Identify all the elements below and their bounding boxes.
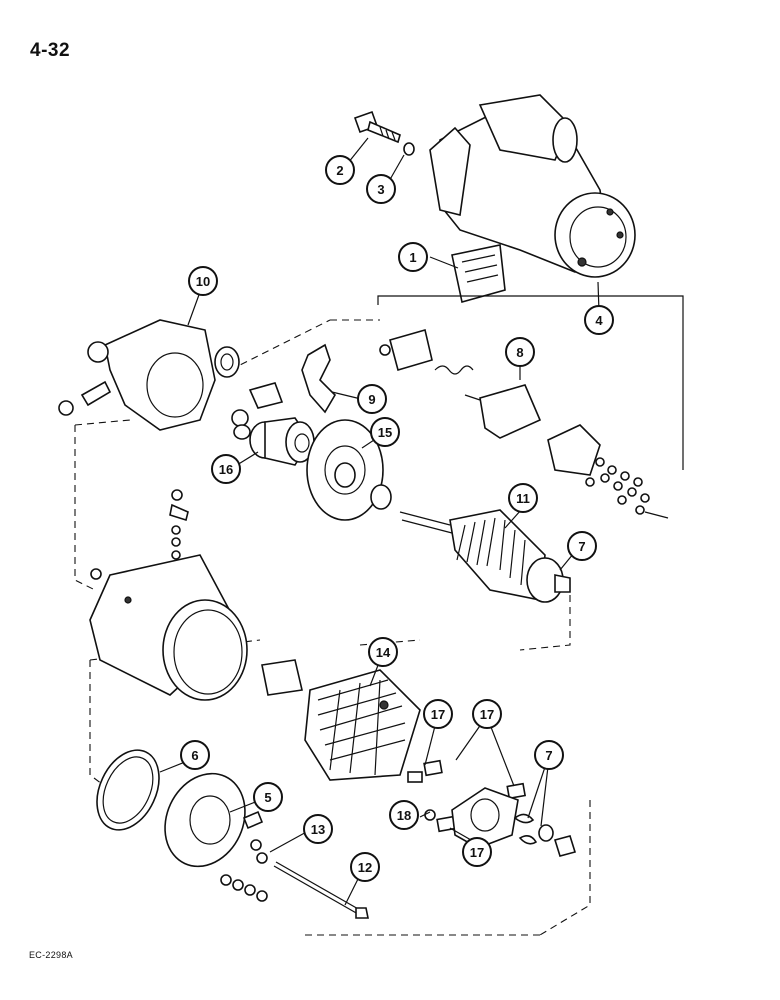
page-number: 4-32 [30, 40, 71, 61]
callout-7-armature: 7 [567, 531, 597, 561]
callout-14: 14 [368, 637, 398, 667]
rubber-block [248, 382, 284, 409]
drive-end-housing-part-10 [58, 319, 240, 431]
solenoid-hardware [585, 457, 669, 519]
svg-text:3: 3 [377, 182, 384, 197]
bolt-part-2 [353, 110, 401, 144]
callout-7-clips: 7 [534, 740, 564, 770]
callout-6: 6 [180, 740, 210, 770]
svg-text:2: 2 [336, 163, 343, 178]
callout-4: 4 [584, 305, 614, 335]
washers-nuts-part-13 [220, 839, 268, 902]
screws-nuts-column [90, 489, 189, 585]
washer [231, 409, 249, 427]
washer [233, 424, 251, 440]
armature-part-11 [399, 509, 571, 603]
callout-2: 2 [325, 155, 355, 185]
brush-plate [424, 787, 519, 849]
svg-text:8: 8 [516, 345, 523, 360]
svg-text:7: 7 [578, 539, 585, 554]
label-tag-part-1 [451, 244, 506, 303]
yoke-field-frame [89, 554, 248, 701]
bearing-plate-part-15 [306, 419, 384, 521]
svg-text:4: 4 [595, 313, 603, 328]
callout-10: 10 [188, 266, 218, 296]
solenoid-components-part-8 [377, 295, 684, 519]
callout-3: 3 [366, 174, 396, 204]
svg-text:17: 17 [470, 845, 484, 860]
field-coils-part-14 [304, 669, 421, 781]
callout-17-field: 17 [423, 699, 453, 729]
callout-17-brushes: 17 [472, 699, 502, 729]
svg-text:12: 12 [358, 860, 372, 875]
pole-shoe [261, 659, 303, 696]
callout-8: 8 [505, 337, 535, 367]
callout-9: 9 [357, 384, 387, 414]
callout-15: 15 [370, 417, 400, 447]
svg-text:10: 10 [196, 274, 210, 289]
seal-ring-part-6 [96, 749, 160, 831]
washer-part-3 [403, 142, 415, 156]
pinion-drive-part-16 [249, 417, 315, 466]
figure-code: EC-2298A [29, 950, 73, 960]
fork-lever-part-9 [301, 343, 337, 414]
svg-text:5: 5 [264, 790, 271, 805]
spring-clips-part-7 [513, 813, 577, 857]
brushes-part-17 [407, 759, 527, 833]
svg-text:17: 17 [480, 707, 494, 722]
svg-text:6: 6 [191, 748, 198, 763]
callout-18: 18 [389, 800, 419, 830]
callout-12: 12 [350, 852, 380, 882]
svg-text:9: 9 [368, 392, 375, 407]
svg-text:15: 15 [378, 425, 392, 440]
callout-11: 11 [508, 483, 538, 513]
svg-text:14: 14 [376, 645, 391, 660]
starter-motor-assembly-part-4 [429, 94, 636, 278]
callout-16: 16 [211, 454, 241, 484]
svg-text:7: 7 [545, 748, 552, 763]
washer [370, 484, 392, 510]
callout-5: 5 [253, 782, 283, 812]
svg-text:17: 17 [431, 707, 445, 722]
svg-text:1: 1 [409, 250, 416, 265]
callout-17-plate: 17 [462, 837, 492, 867]
svg-text:16: 16 [219, 462, 233, 477]
svg-text:11: 11 [516, 491, 530, 506]
svg-text:13: 13 [311, 822, 325, 837]
callout-13: 13 [303, 814, 333, 844]
svg-text:18: 18 [397, 808, 411, 823]
callout-1: 1 [398, 242, 428, 272]
end-cover-part-5 [164, 772, 264, 868]
